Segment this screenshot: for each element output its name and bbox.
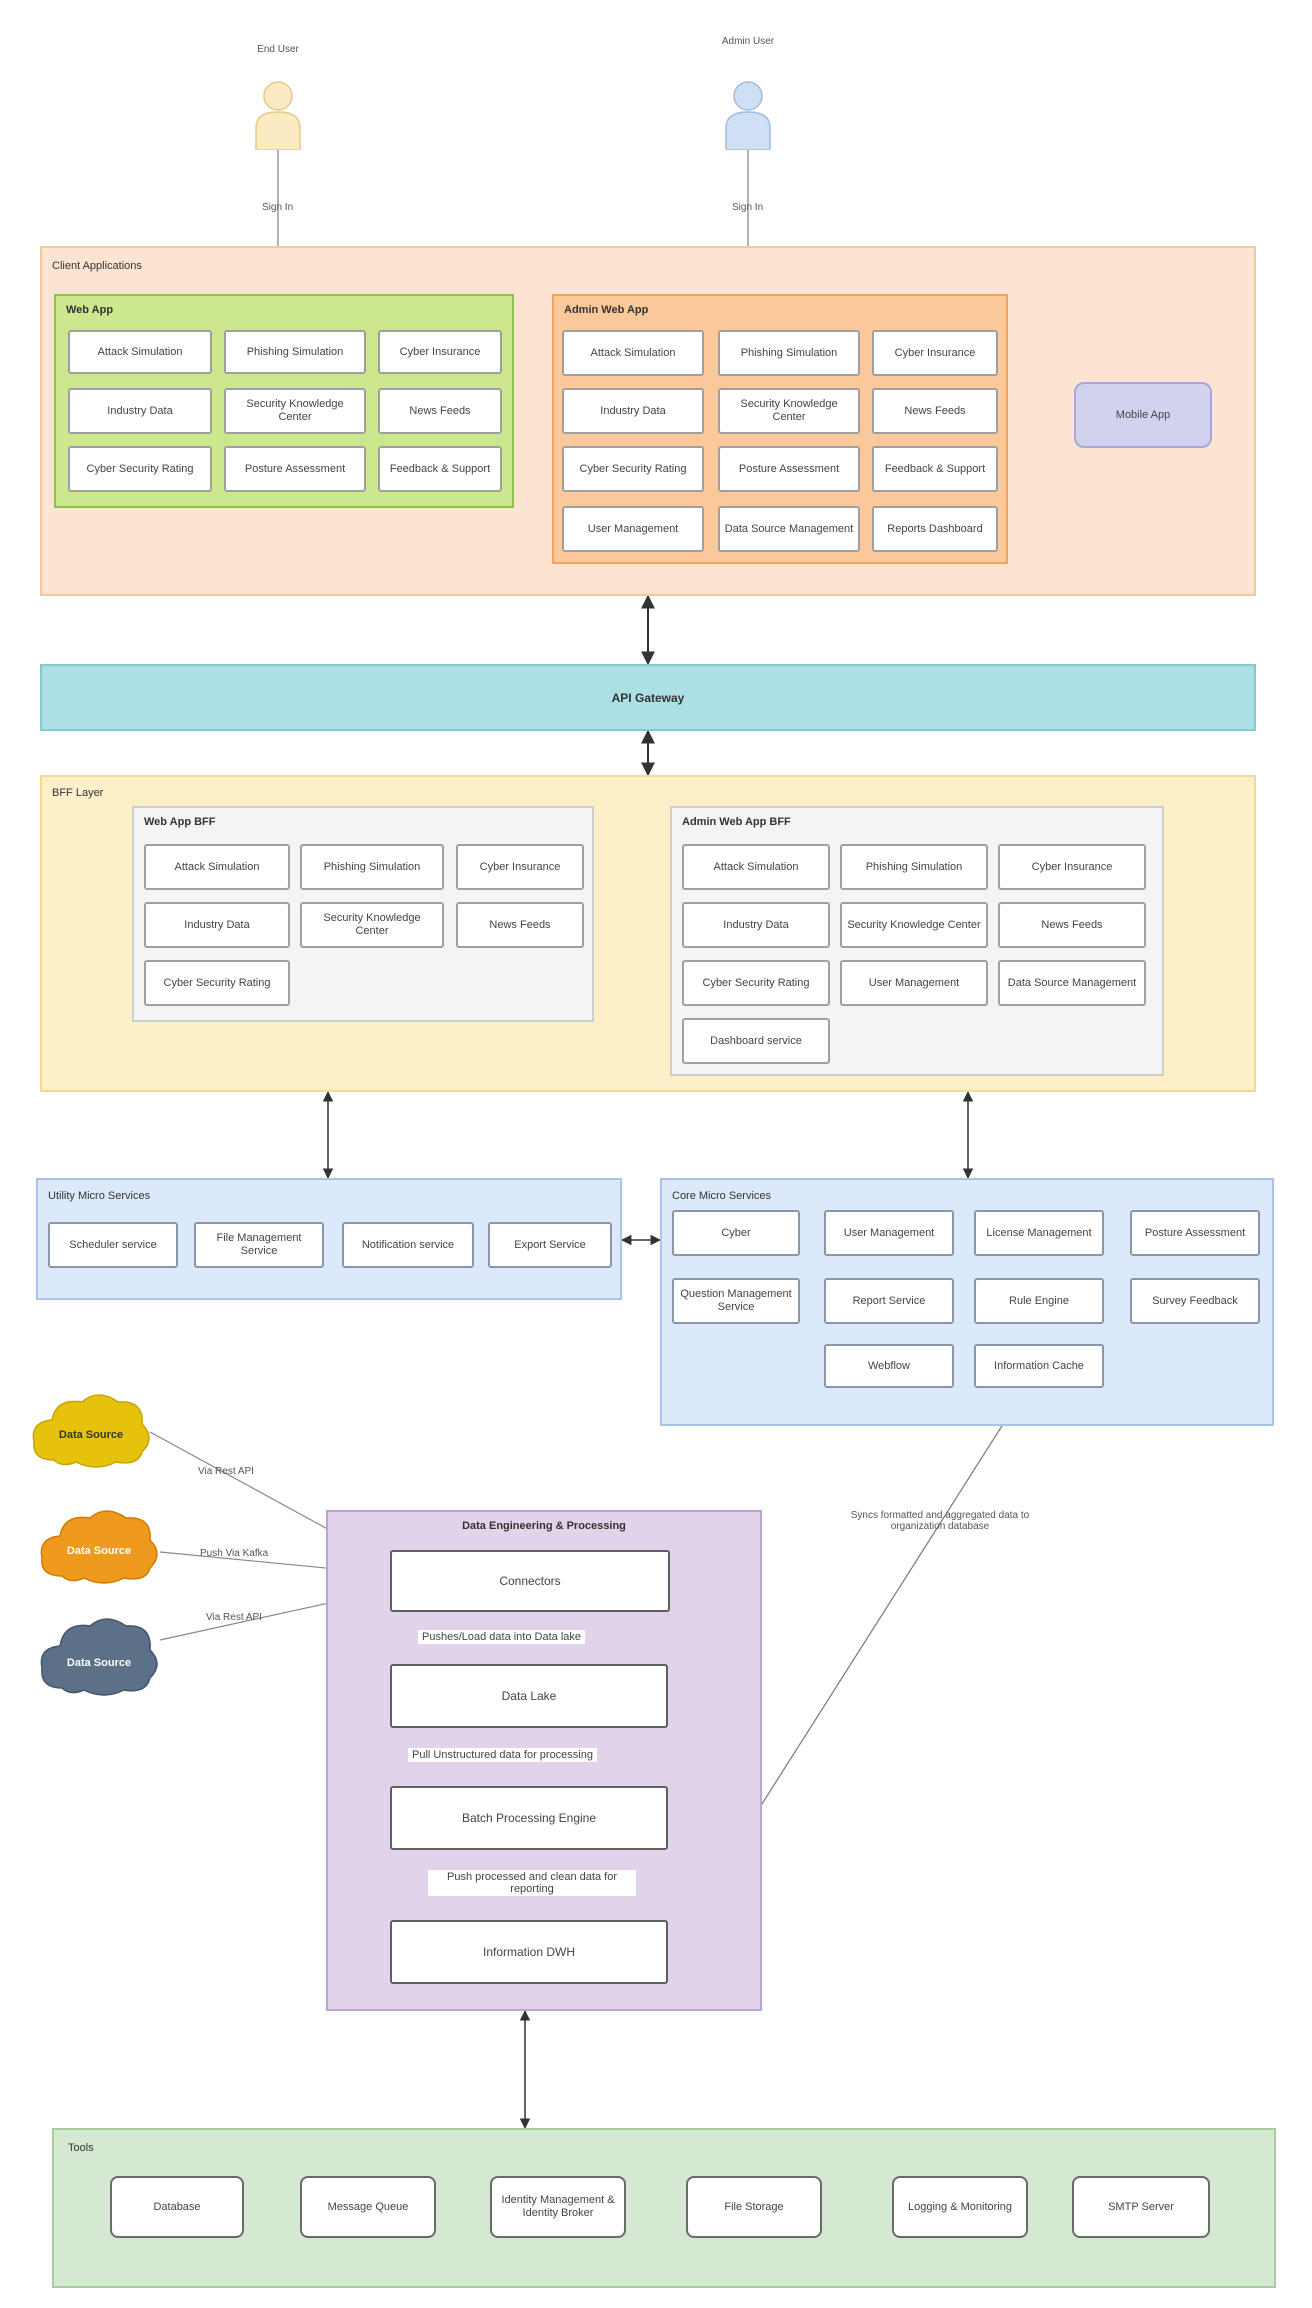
- admin-app-item: Security Knowledge Center: [718, 388, 860, 434]
- admin-bff-item: Dashboard service: [682, 1018, 830, 1064]
- source-edge-label: Via Rest API: [206, 1612, 262, 1623]
- sync-edge-label: Syncs formatted and aggregated data to o…: [850, 1510, 1030, 1532]
- core-service-item: Information Cache: [974, 1344, 1104, 1388]
- tool-item: SMTP Server: [1072, 2176, 1210, 2238]
- de-stage-box: Connectors: [390, 1550, 670, 1612]
- web-app-title: Web App: [66, 304, 114, 316]
- core-service-item: Survey Feedback: [1130, 1278, 1260, 1324]
- bff-layer-title: BFF Layer: [52, 787, 104, 799]
- tools-title: Tools: [68, 2142, 94, 2154]
- web-app-item: Phishing Simulation: [224, 330, 366, 374]
- end-user-icon: [255, 81, 301, 150]
- web-bff-item: Cyber Insurance: [456, 844, 584, 890]
- core-service-item: Webflow: [824, 1344, 954, 1388]
- de-stage-box: Data Lake: [390, 1664, 668, 1728]
- utility-service-item: Notification service: [342, 1222, 474, 1268]
- core-service-item: Rule Engine: [974, 1278, 1104, 1324]
- data-source-label: Data Source: [59, 1429, 123, 1441]
- mobile-app-box: Mobile App: [1074, 382, 1212, 448]
- web-bff-item: News Feeds: [456, 902, 584, 948]
- web-bff-item: Cyber Security Rating: [144, 960, 290, 1006]
- utility-service-item: Export Service: [488, 1222, 612, 1268]
- admin-app-item: Posture Assessment: [718, 446, 860, 492]
- tool-item: Identity Management & Identity Broker: [490, 2176, 626, 2238]
- admin-bff-item: Cyber Security Rating: [682, 960, 830, 1006]
- admin-bff-item: Attack Simulation: [682, 844, 830, 890]
- de-stage-box: Batch Processing Engine: [390, 1786, 668, 1850]
- tool-item: Database: [110, 2176, 244, 2238]
- data-engineering-title: Data Engineering & Processing: [462, 1520, 626, 1532]
- core-service-item: Question Management Service: [672, 1278, 800, 1324]
- de-stage-box: Information DWH: [390, 1920, 668, 1984]
- admin-web-app-title: Admin Web App: [564, 304, 649, 316]
- admin-app-item: Data Source Management: [718, 506, 860, 552]
- web-bff-title: Web App BFF: [144, 816, 216, 828]
- web-bff-item: Industry Data: [144, 902, 290, 948]
- web-bff-item: Security Knowledge Center: [300, 902, 444, 948]
- utility-service-item: Scheduler service: [48, 1222, 178, 1268]
- admin-bff-item: Security Knowledge Center: [840, 902, 988, 948]
- utility-services-title: Utility Micro Services: [48, 1190, 151, 1202]
- web-app-item: Feedback & Support: [378, 446, 502, 492]
- web-bff-item: Phishing Simulation: [300, 844, 444, 890]
- data-source-label: Data Source: [67, 1657, 131, 1669]
- utility-service-item: File Management Service: [194, 1222, 324, 1268]
- admin-app-item: News Feeds: [872, 388, 998, 434]
- admin-app-item: Reports Dashboard: [872, 506, 998, 552]
- admin-app-item: Attack Simulation: [562, 330, 704, 376]
- tool-item: Message Queue: [300, 2176, 436, 2238]
- admin-app-item: Phishing Simulation: [718, 330, 860, 376]
- admin-bff-title: Admin Web App BFF: [682, 816, 791, 828]
- client-applications-title: Client Applications: [52, 260, 142, 272]
- data-source-cloud: Data Source: [40, 1618, 158, 1696]
- web-app-item: Security Knowledge Center: [224, 388, 366, 434]
- web-app-item: Cyber Security Rating: [68, 446, 212, 492]
- api-gateway-region: API Gateway: [40, 664, 1256, 731]
- admin-app-item: Feedback & Support: [872, 446, 998, 492]
- core-services-title: Core Micro Services: [672, 1190, 772, 1202]
- de-flow-label: Pushes/Load data into Data lake: [418, 1630, 586, 1644]
- core-service-item: Report Service: [824, 1278, 954, 1324]
- de-flow-label: Push processed and clean data for report…: [428, 1870, 636, 1896]
- web-app-item: Attack Simulation: [68, 330, 212, 374]
- admin-bff-item: Data Source Management: [998, 960, 1146, 1006]
- admin-user-label: Admin User: [721, 36, 775, 47]
- admin-bff-item: News Feeds: [998, 902, 1146, 948]
- core-service-item: Cyber: [672, 1210, 800, 1256]
- core-service-item: User Management: [824, 1210, 954, 1256]
- core-service-item: Posture Assessment: [1130, 1210, 1260, 1256]
- web-app-item: Industry Data: [68, 388, 212, 434]
- source-edge-label: Via Rest API: [198, 1466, 254, 1477]
- source-edge-label: Push Via Kafka: [200, 1548, 269, 1559]
- end-user-label: End User: [257, 44, 299, 55]
- admin-signin-label: Sign In: [732, 202, 764, 213]
- admin-user-icon: [725, 81, 771, 150]
- admin-bff-item: User Management: [840, 960, 988, 1006]
- data-source-cloud: Data Source: [32, 1394, 150, 1468]
- admin-bff-item: Cyber Insurance: [998, 844, 1146, 890]
- admin-app-item: User Management: [562, 506, 704, 552]
- data-source-label: Data Source: [67, 1545, 131, 1557]
- api-gateway-label: API Gateway: [611, 690, 685, 705]
- end-user-signin-label: Sign In: [262, 202, 294, 213]
- web-app-item: News Feeds: [378, 388, 502, 434]
- tool-item: Logging & Monitoring: [892, 2176, 1028, 2238]
- de-flow-label: Pull Unstructured data for processing: [408, 1748, 597, 1762]
- admin-bff-item: Industry Data: [682, 902, 830, 948]
- admin-app-item: Cyber Insurance: [872, 330, 998, 376]
- web-app-item: Cyber Insurance: [378, 330, 502, 374]
- web-app-item: Posture Assessment: [224, 446, 366, 492]
- web-bff-item: Attack Simulation: [144, 844, 290, 890]
- admin-bff-item: Phishing Simulation: [840, 844, 988, 890]
- data-source-cloud: Data Source: [40, 1510, 158, 1584]
- admin-app-item: Industry Data: [562, 388, 704, 434]
- admin-app-item: Cyber Security Rating: [562, 446, 704, 492]
- core-service-item: License Management: [974, 1210, 1104, 1256]
- tool-item: File Storage: [686, 2176, 822, 2238]
